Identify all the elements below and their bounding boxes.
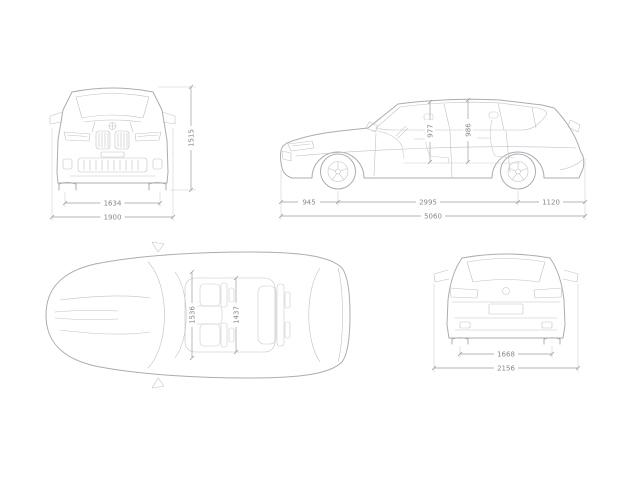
windshield-base	[147, 261, 165, 369]
headlight-right	[134, 131, 162, 142]
front-wheel-right	[148, 182, 167, 191]
rear-wheel-right	[543, 337, 561, 345]
front-height-dimension: 1515	[158, 84, 196, 193]
taillight-right	[533, 287, 563, 299]
b-pillar	[443, 103, 451, 131]
side-view: 977 986 945 2995 1120 5060	[278, 97, 588, 221]
glasshouse	[375, 101, 547, 131]
front-overhang-label: 945	[302, 199, 315, 207]
top-car-details	[54, 241, 343, 389]
rear-window-glass	[466, 258, 546, 283]
dashboard	[371, 129, 405, 159]
rear-track-label: 1668	[497, 351, 515, 359]
windshield-top	[174, 271, 187, 359]
rear-bench	[257, 285, 277, 345]
headroom-rear-label: 986	[465, 123, 473, 137]
rear-mirror-left	[433, 269, 450, 283]
overall-length-label: 5060	[424, 213, 442, 221]
front-width-label: 1900	[104, 214, 122, 222]
front-track-label: 1634	[104, 200, 122, 208]
front-seat-left	[199, 283, 221, 307]
mirror-left	[49, 111, 64, 125]
wheelbase-label: 2995	[419, 199, 437, 207]
rear-overhang-label: 1120	[542, 199, 560, 207]
rear-view: 1668 2156	[431, 253, 581, 373]
side-mirror	[365, 121, 379, 133]
door-handles	[413, 137, 491, 140]
front-wheel-left	[58, 182, 77, 191]
top-car-outline	[45, 251, 351, 379]
top-mirror-right	[151, 377, 165, 389]
top-mirror-left	[151, 241, 165, 253]
rear-car-outline	[446, 253, 566, 345]
interior-width-front-dimension: 1536	[187, 269, 197, 361]
front-view: 1515 1634 1900	[49, 84, 196, 222]
rear-width-label: 2156	[497, 365, 515, 373]
roof-panel	[184, 277, 276, 353]
side-length-dimensions: 945 2995 1120 5060	[278, 158, 588, 221]
side-interior	[371, 111, 521, 164]
rear-mirror-right	[562, 269, 579, 283]
rear-license-plate	[488, 303, 524, 315]
kidney-grille-left	[95, 130, 111, 150]
rear-seat	[490, 119, 515, 159]
interior-width-rear-dimension: 1437	[231, 275, 241, 355]
interior-width-front-label: 1536	[189, 306, 197, 324]
headroom-front-label: 977	[427, 124, 435, 137]
top-interior	[193, 282, 291, 348]
front-width-dimension: 1900	[49, 128, 176, 222]
rear-window	[308, 267, 321, 363]
front-track-dimension: 1634	[62, 192, 163, 208]
taillight-left	[449, 287, 479, 299]
rear-spoiler-line	[337, 267, 343, 363]
rear-width-dimension: 2156	[431, 284, 581, 373]
center-console	[193, 305, 223, 325]
side-car-details	[281, 101, 583, 182]
front-seat-right	[199, 323, 221, 347]
rear-track-dimension: 1668	[457, 346, 555, 359]
side-front-wheel	[320, 153, 356, 190]
rear-roundel-icon	[502, 287, 510, 295]
lower-intake	[77, 157, 148, 173]
top-view: 1536 1437	[45, 241, 351, 389]
headroom-rear-dimension: 986	[463, 97, 473, 165]
headroom-front-dimension: 977	[425, 99, 435, 165]
c-pillar	[497, 102, 505, 131]
rear-headrest	[488, 111, 499, 119]
front-height-label: 1515	[188, 129, 196, 147]
interior-width-rear-label: 1437	[233, 306, 241, 324]
windshield	[75, 93, 150, 119]
steering-wheel	[395, 125, 409, 139]
license-plate	[100, 151, 125, 158]
side-grille	[281, 150, 292, 162]
side-headlight	[287, 140, 315, 152]
kidney-grille-right	[114, 130, 130, 150]
side-rear-wheel	[500, 153, 536, 190]
rear-wheel-left	[451, 337, 469, 345]
mirror-right	[161, 111, 176, 125]
side-car-outline	[279, 98, 585, 190]
front-headrest	[423, 113, 434, 121]
taillight	[567, 119, 581, 133]
headlight-left	[63, 131, 91, 142]
front-car-outline	[56, 87, 169, 191]
rear-car-details	[433, 258, 579, 331]
hood-lines	[54, 310, 119, 320]
front-car-details	[49, 93, 176, 177]
